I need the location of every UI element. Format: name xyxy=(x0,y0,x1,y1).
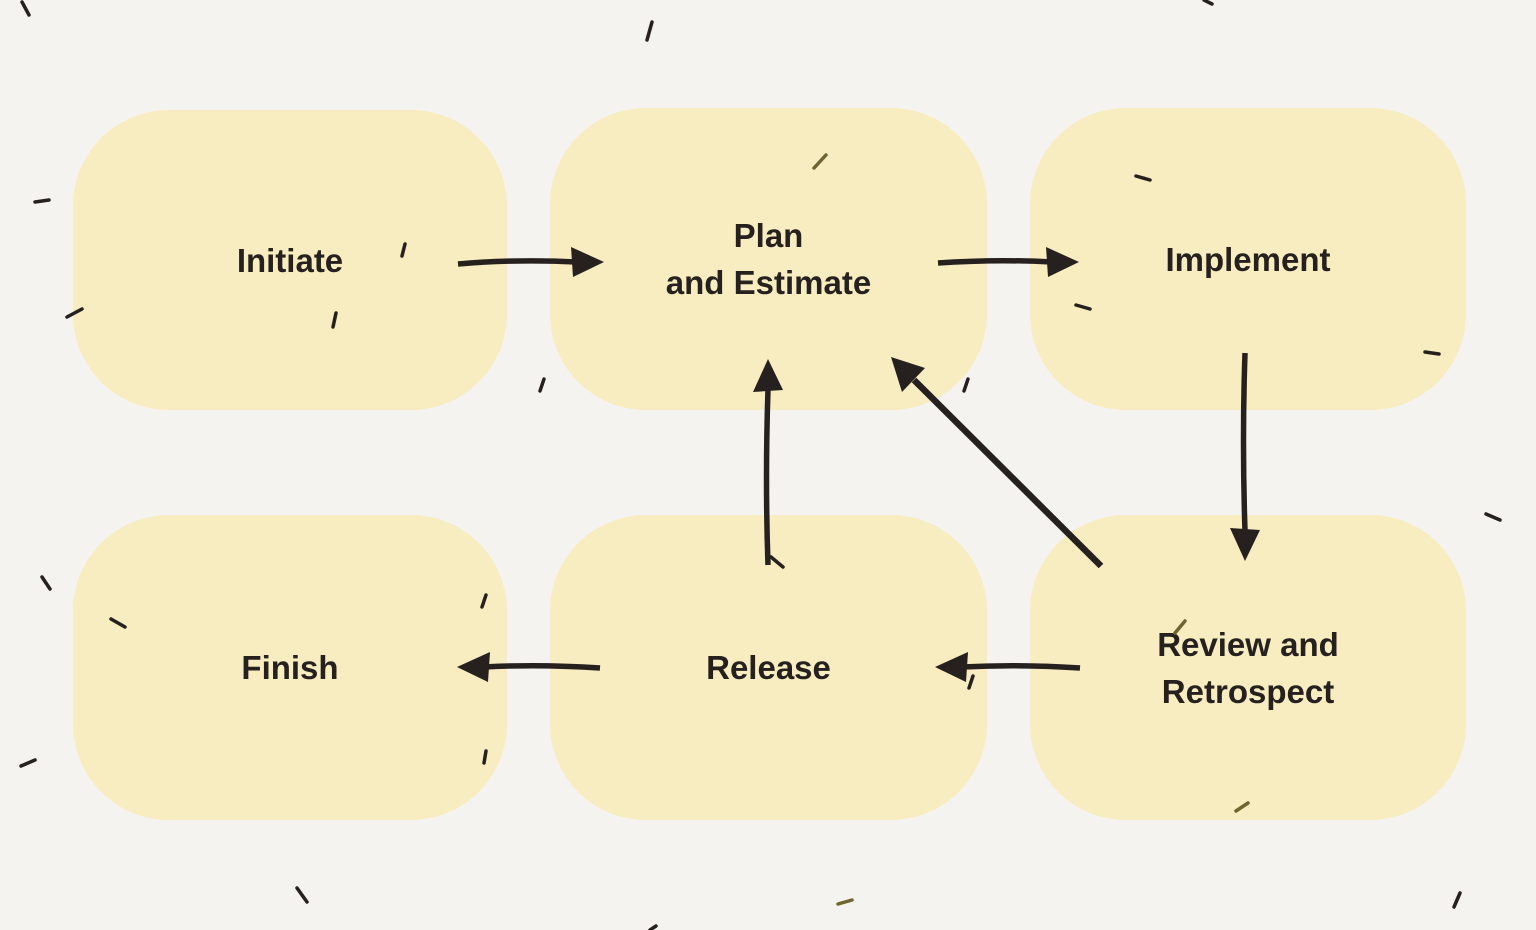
node-initiate: Initiate xyxy=(73,110,507,410)
node-label: Review and Retrospect xyxy=(1157,625,1339,710)
node-label: Plan and Estimate xyxy=(665,217,872,301)
node-label: Initiate xyxy=(236,241,344,279)
node-review-and-retrospect: Review and Retrospect xyxy=(1030,515,1466,820)
node-label: Release xyxy=(706,649,831,686)
node-finish: Finish xyxy=(73,515,507,820)
node-implement: Implement xyxy=(1030,108,1466,410)
node-release: Release xyxy=(550,515,987,820)
node-label: Finish xyxy=(241,649,339,686)
node-plan-and-estimate: Plan and Estimate xyxy=(550,108,987,410)
node-label: Implement xyxy=(1165,240,1331,278)
